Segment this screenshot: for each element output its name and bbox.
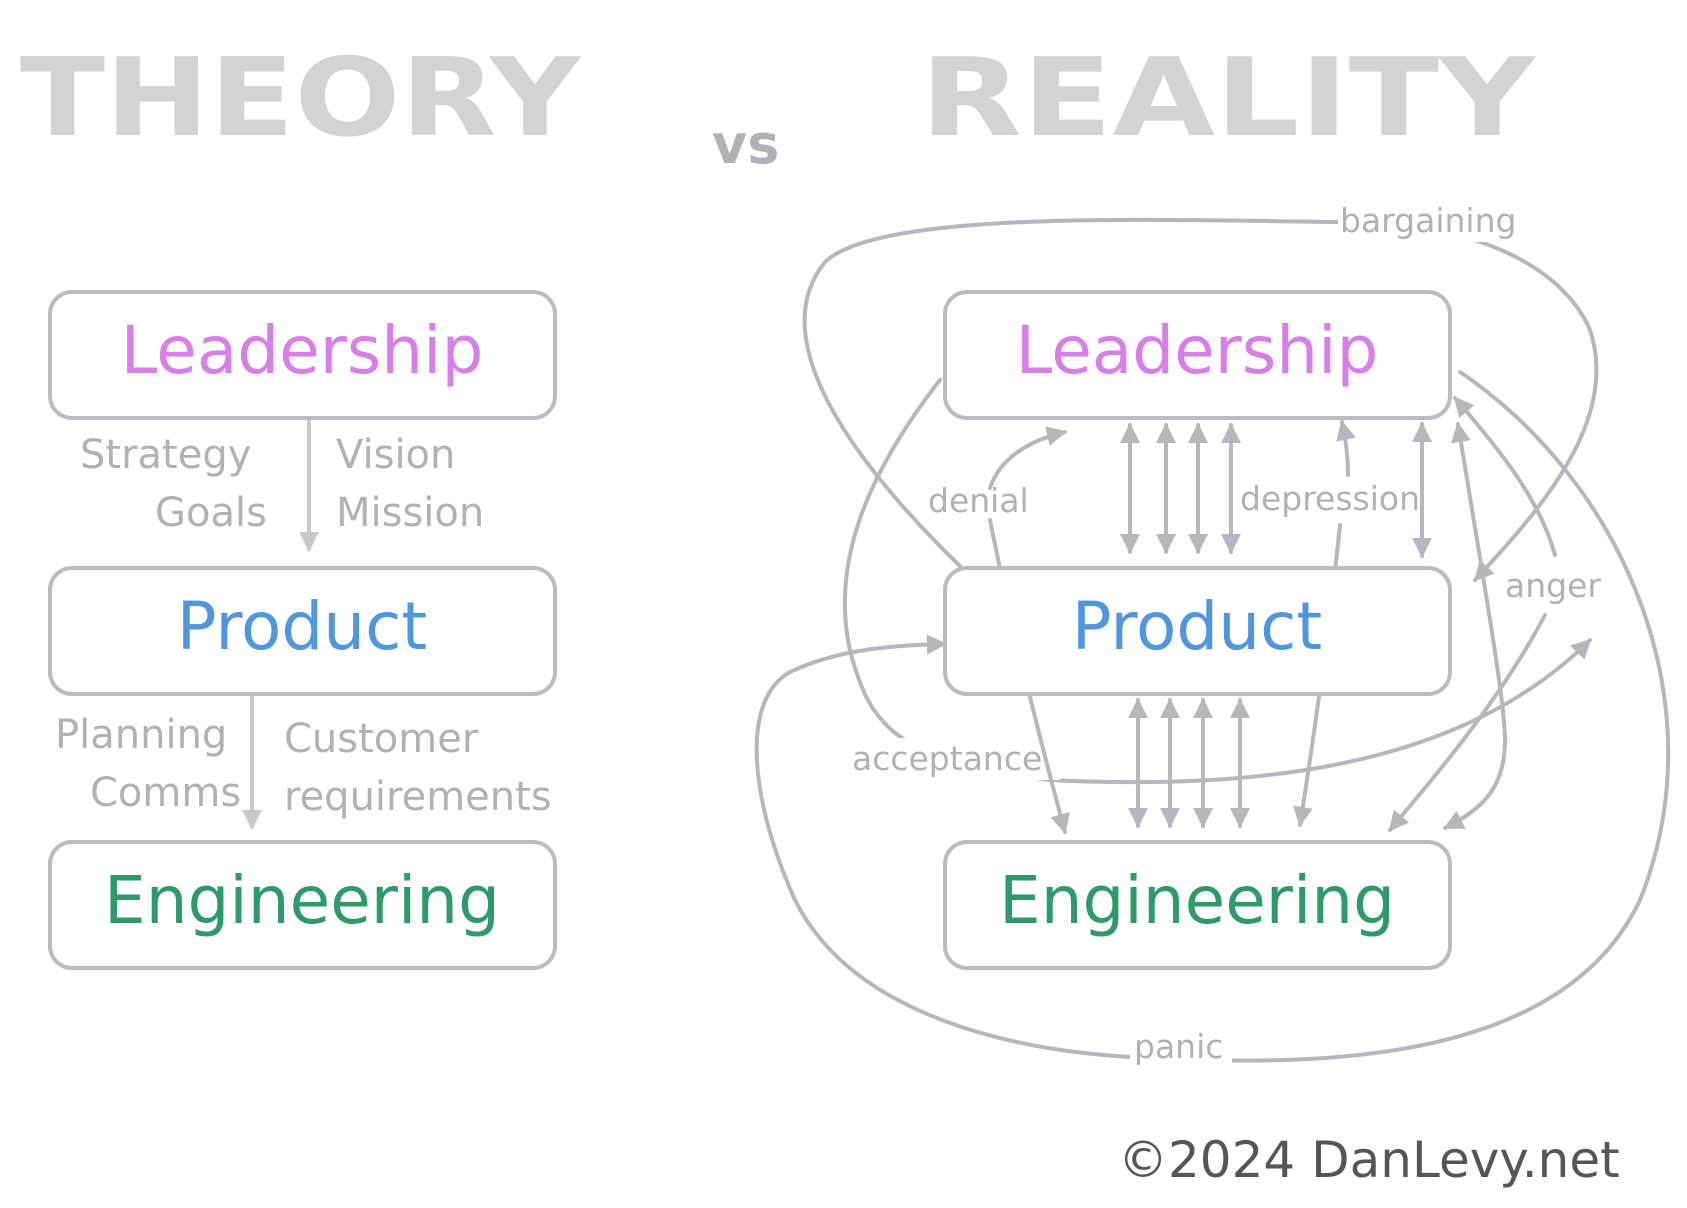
- edge-denial-up: [988, 426, 1067, 490]
- copyright-text: ©2024 DanLevy.net: [1118, 1131, 1620, 1189]
- theory-label-goals: Goals: [155, 490, 267, 536]
- theory-product-box: [48, 566, 557, 696]
- theory-product-label: Product: [177, 588, 428, 665]
- edge-right-leadership-engineering: [1443, 422, 1508, 830]
- theory-leadership-label: Leadership: [121, 312, 484, 389]
- theory-label-vision: Vision: [336, 432, 455, 478]
- theory-engineering-label: Engineering: [104, 862, 500, 939]
- theory-label-requirements: requirements: [284, 774, 552, 820]
- theory-label-comms: Comms: [90, 770, 241, 816]
- theory-diagram: Leadership Product Engineering Strategy …: [48, 290, 557, 970]
- reality-leadership-label: Leadership: [1016, 312, 1379, 389]
- theory-engineering-box: [48, 840, 557, 970]
- reality-title: REALITY: [920, 36, 1537, 161]
- vs-label: vs: [712, 113, 779, 176]
- edge-label-denial: denial: [928, 481, 1029, 520]
- edge-label-depression: depression: [1240, 479, 1420, 518]
- reality-product-box: [943, 566, 1452, 696]
- reality-product-label: Product: [1072, 588, 1323, 665]
- theory-leadership-box: [48, 290, 557, 420]
- theory-label-strategy: Strategy: [80, 432, 251, 478]
- reality-leadership-box: [943, 290, 1452, 420]
- edge-anger-up: [1453, 396, 1557, 557]
- theory-title: THEORY: [20, 36, 582, 161]
- edge-label-panic: panic: [1134, 1027, 1223, 1066]
- theory-label-planning: Planning: [55, 712, 227, 758]
- reality-engineering-box: [943, 840, 1452, 970]
- reality-diagram: bargaining acceptance panic denial depre…: [754, 201, 1671, 1070]
- edge-label-anger: anger: [1505, 566, 1601, 605]
- edge-label-acceptance: acceptance: [852, 739, 1042, 778]
- edge-depression-up: [1336, 420, 1356, 477]
- theory-label-mission: Mission: [336, 490, 484, 536]
- edge-label-bargaining: bargaining: [1340, 201, 1516, 240]
- reality-engineering-label: Engineering: [999, 862, 1395, 939]
- edge-bargaining: [802, 217, 1599, 582]
- theory-label-customer: Customer: [284, 716, 479, 762]
